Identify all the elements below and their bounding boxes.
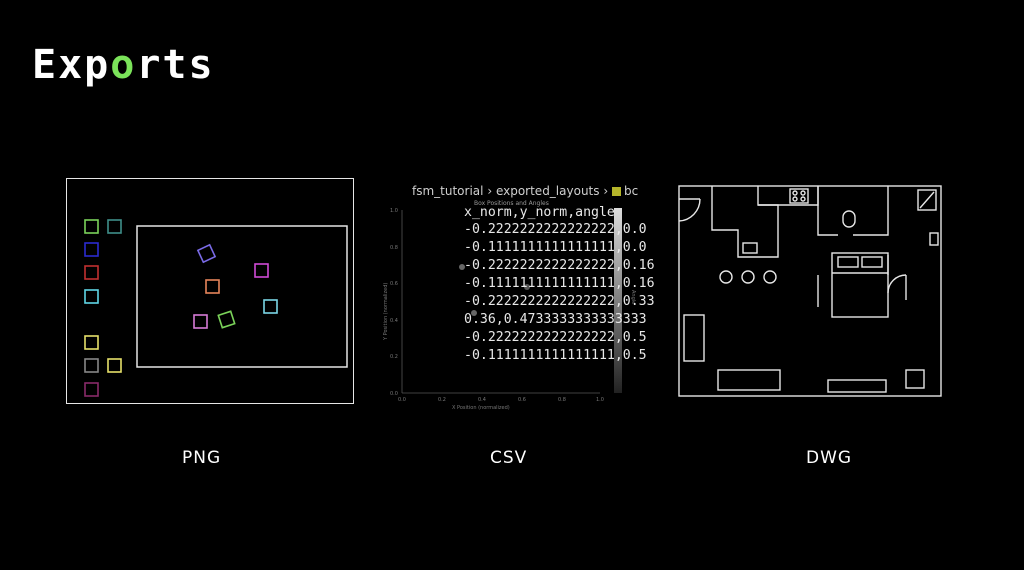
csv-line: -0.2222222222222222,0.5 <box>464 330 647 345</box>
y-tick: 0.2 <box>390 354 398 360</box>
box <box>84 265 99 280</box>
box <box>84 242 99 257</box>
y-tick: 0.0 <box>390 391 398 397</box>
x-tick: 1.0 <box>596 397 604 403</box>
stove <box>789 188 809 204</box>
x-tick: 0.2 <box>438 397 446 403</box>
breadcrumb-folder[interactable]: fsm_tutorial <box>412 184 484 198</box>
plot-title: Box Positions and Angles <box>474 200 549 207</box>
counter-top <box>758 186 819 206</box>
box <box>205 279 220 294</box>
box <box>196 243 217 264</box>
png-layout-canvas <box>84 219 348 397</box>
pillow <box>861 256 883 268</box>
dwg-label: DWG <box>806 448 853 468</box>
csv-file-icon <box>611 187 621 196</box>
colorbar-label: Angle <box>630 290 636 304</box>
bath-wall <box>853 186 889 236</box>
plot-point <box>524 284 530 290</box>
stool <box>719 270 733 284</box>
x-tick: 0.0 <box>398 397 406 403</box>
dwg-export-preview <box>678 185 942 397</box>
y-tick: 1.0 <box>390 208 398 214</box>
door-swing <box>678 198 701 222</box>
y-tick: 0.4 <box>390 318 398 324</box>
sofa <box>717 369 781 391</box>
breadcrumb: fsm_tutorial › exported_layouts › bc <box>412 184 638 198</box>
x-axis-label: X Position (normalized) <box>452 405 510 411</box>
burner <box>800 190 806 196</box>
sofa <box>683 314 705 362</box>
door-swing <box>887 274 907 294</box>
x-tick: 0.4 <box>478 397 486 403</box>
csv-line: -0.1111111111111111,0.16 <box>464 276 655 291</box>
box <box>263 299 278 314</box>
sink <box>742 242 758 254</box>
colorbar <box>614 208 622 393</box>
box <box>107 358 122 373</box>
plot-point <box>459 264 465 270</box>
breadcrumb-file[interactable]: bc <box>623 184 639 198</box>
bath-wall <box>817 186 838 236</box>
basin <box>929 232 939 246</box>
box <box>217 310 236 329</box>
box <box>254 263 269 278</box>
csv-line: -0.2222222222222222,0.16 <box>464 258 655 273</box>
background-plot: Box Positions and Angles 1.0 0.8 0.6 0.4… <box>383 200 636 411</box>
chair <box>905 369 925 389</box>
burner <box>792 196 798 202</box>
csv-line: -0.2222222222222222,0.33 <box>464 294 655 309</box>
csv-header-line: x_norm,y_norm,angle <box>464 205 615 220</box>
kitchen-counter <box>711 186 779 258</box>
toilet <box>842 210 856 228</box>
plot-point <box>471 310 477 316</box>
csv-export-preview: Box Positions and Angles 1.0 0.8 0.6 0.4… <box>382 180 655 412</box>
chevron-right-icon: › <box>603 184 612 198</box>
csv-line: -0.1111111111111111,0.0 <box>464 240 647 255</box>
bed <box>831 252 889 318</box>
csv-line: 0.36,0.4733333333333333 <box>464 312 647 327</box>
shower <box>917 189 937 211</box>
y-axis-label: Y Position (normalized) <box>383 283 389 341</box>
pillow <box>837 256 859 268</box>
box <box>84 358 99 373</box>
box <box>193 314 208 329</box>
burner <box>792 190 798 196</box>
x-tick: 0.6 <box>518 397 526 403</box>
box <box>84 382 99 397</box>
y-tick: 0.8 <box>390 245 398 251</box>
page-title: Exports <box>32 42 215 88</box>
csv-label: CSV <box>490 448 528 468</box>
box <box>84 335 99 350</box>
tv-stand <box>827 379 887 393</box>
breadcrumb-subfolder[interactable]: exported_layouts <box>495 184 600 198</box>
shower-drain <box>919 191 935 209</box>
floor-plan-drawing <box>678 185 942 397</box>
plan-outline <box>678 185 942 397</box>
png-label: PNG <box>182 448 222 468</box>
chevron-right-icon: › <box>487 184 496 198</box>
burner <box>800 196 806 202</box>
box <box>84 289 99 304</box>
csv-line: -0.2222222222222222,0.0 <box>464 222 647 237</box>
stool <box>763 270 777 284</box>
y-tick: 0.6 <box>390 281 398 287</box>
x-tick: 0.8 <box>558 397 566 403</box>
room-outline <box>136 225 348 368</box>
box <box>84 219 99 234</box>
csv-line: -0.1111111111111111,0.5 <box>464 348 647 363</box>
stool <box>741 270 755 284</box>
box <box>107 219 122 234</box>
png-export-preview <box>66 178 354 404</box>
